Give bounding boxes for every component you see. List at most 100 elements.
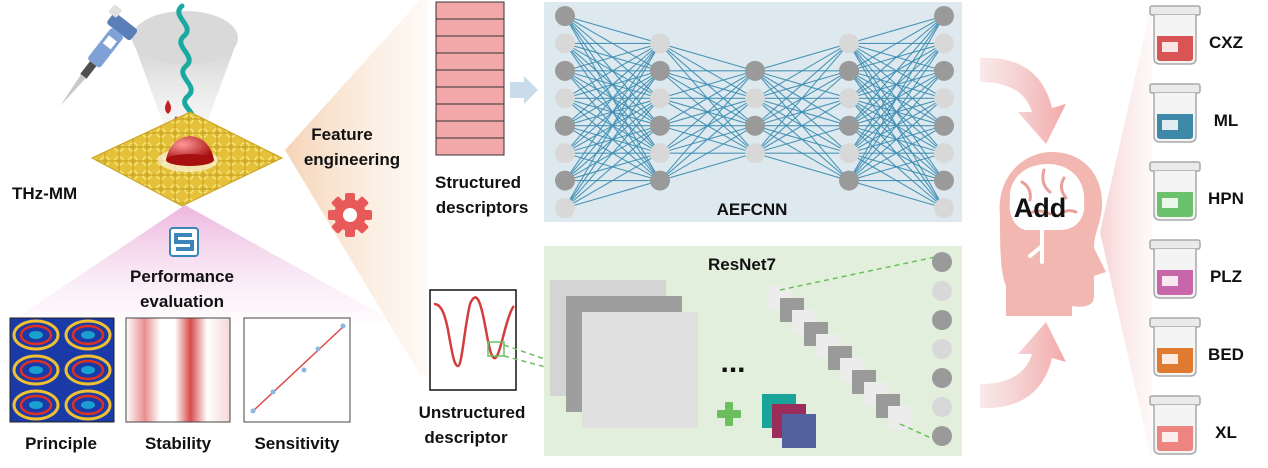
output-label: HPN (1208, 189, 1244, 208)
descriptor-row (435, 52, 505, 71)
resnet-node (932, 310, 952, 330)
beaker-ml: ML (1149, 83, 1239, 143)
resnet-label: ResNet7 (708, 255, 776, 274)
performance-label-1: Performance (130, 267, 234, 286)
performance-fan (10, 205, 395, 322)
structured-label-1: Structured (435, 173, 521, 192)
resnet-node (932, 397, 952, 417)
feature-engineering-fan (285, 0, 428, 375)
structured-label-2: descriptors (436, 198, 529, 217)
field-cell (64, 354, 112, 386)
network-node (839, 88, 859, 109)
sensitivity-thumbnail (243, 317, 351, 423)
droplet-icon (165, 100, 171, 114)
fusion-arrow-top (980, 57, 1066, 144)
beaker-rim (1149, 161, 1201, 172)
network-node (650, 170, 670, 191)
descriptor-row (435, 103, 505, 122)
fusion-arrow-bottom (980, 322, 1066, 409)
light-cone (132, 38, 238, 148)
network-node (934, 170, 954, 191)
thumb-label-principle: Principle (25, 434, 97, 453)
beaker-bed: BED (1149, 317, 1244, 377)
beaker-label-patch (1162, 432, 1178, 442)
structured-descriptor-stack (435, 1, 505, 156)
s-logo-icon (169, 227, 199, 257)
network-node (650, 33, 670, 54)
network-node (555, 33, 575, 54)
network-node (650, 143, 670, 164)
network-node (934, 143, 954, 164)
aefcnn-label: AEFCNN (717, 200, 788, 219)
network-node (650, 115, 670, 136)
aefcnn-nodes (555, 6, 954, 218)
beaker-hpn: HPN (1149, 161, 1244, 221)
network-node (555, 198, 575, 218)
field-cell (64, 389, 112, 421)
network-node (934, 88, 954, 109)
field-cell (12, 354, 60, 386)
network-node (839, 170, 859, 191)
beaker-label-patch (1162, 198, 1178, 208)
network-node (555, 115, 575, 136)
stability-thumbnail (125, 317, 231, 423)
unstructured-label-1: Unstructured (419, 403, 526, 422)
network-node (555, 60, 575, 81)
aefcnn-panel (544, 2, 962, 222)
beaker-cxz: CXZ (1149, 5, 1243, 65)
network-node (934, 198, 954, 218)
network-node (839, 33, 859, 54)
network-node (650, 60, 670, 81)
field-cell (64, 319, 112, 351)
feature-map (582, 312, 698, 428)
unstructured-label-2: descriptor (424, 428, 508, 447)
beaker-label-patch (1162, 120, 1178, 130)
output-label: CXZ (1209, 33, 1243, 52)
resnet-layer (888, 406, 912, 430)
descriptor-row (435, 86, 505, 105)
beaker-rim (1149, 83, 1201, 94)
zoom-line (779, 255, 941, 291)
resnet-output-nodes (932, 252, 952, 446)
network-node (555, 143, 575, 164)
resnet-node (932, 281, 952, 301)
ellipsis-label: ... (720, 346, 745, 379)
thumb-label-stability: Stability (145, 434, 212, 453)
sample-drop (166, 136, 214, 160)
output-square (782, 414, 816, 448)
feature-label-2: engineering (304, 150, 400, 169)
beaker-label-patch (1162, 276, 1178, 286)
network-node (555, 88, 575, 109)
resnet-layer-stack (768, 286, 912, 430)
output-label: ML (1214, 111, 1239, 130)
resnet-node (932, 252, 952, 272)
output-label: PLZ (1210, 267, 1242, 286)
resnet-node (932, 368, 952, 388)
beaker-label-patch (1162, 354, 1178, 364)
network-node (745, 143, 765, 164)
beaker-rim (1149, 239, 1201, 250)
beaker-xl: XL (1149, 395, 1237, 455)
descriptor-row (435, 120, 505, 139)
descriptor-row (435, 69, 505, 88)
output-label: BED (1208, 345, 1244, 364)
feature-label-1: Feature (311, 125, 372, 144)
network-node (650, 88, 670, 109)
plus-icon (717, 402, 741, 426)
pipette-icon (59, 4, 138, 107)
sample-drop-base (166, 154, 214, 166)
beaker-label-patch (1162, 42, 1178, 52)
thz-wave (176, 3, 195, 125)
beaker-rim (1149, 395, 1201, 406)
output-label: XL (1215, 423, 1237, 442)
network-node (745, 60, 765, 81)
network-node (934, 115, 954, 136)
network-node (555, 6, 575, 26)
spectrum-plot (429, 289, 517, 391)
device-label: THz-MM (12, 184, 77, 203)
performance-label-2: evaluation (140, 292, 224, 311)
thumb-label-sensitivity: Sensitivity (254, 434, 340, 453)
descriptor-row (435, 35, 505, 54)
beaker-rim (1149, 5, 1201, 16)
flow-arrow-icon (510, 76, 538, 104)
